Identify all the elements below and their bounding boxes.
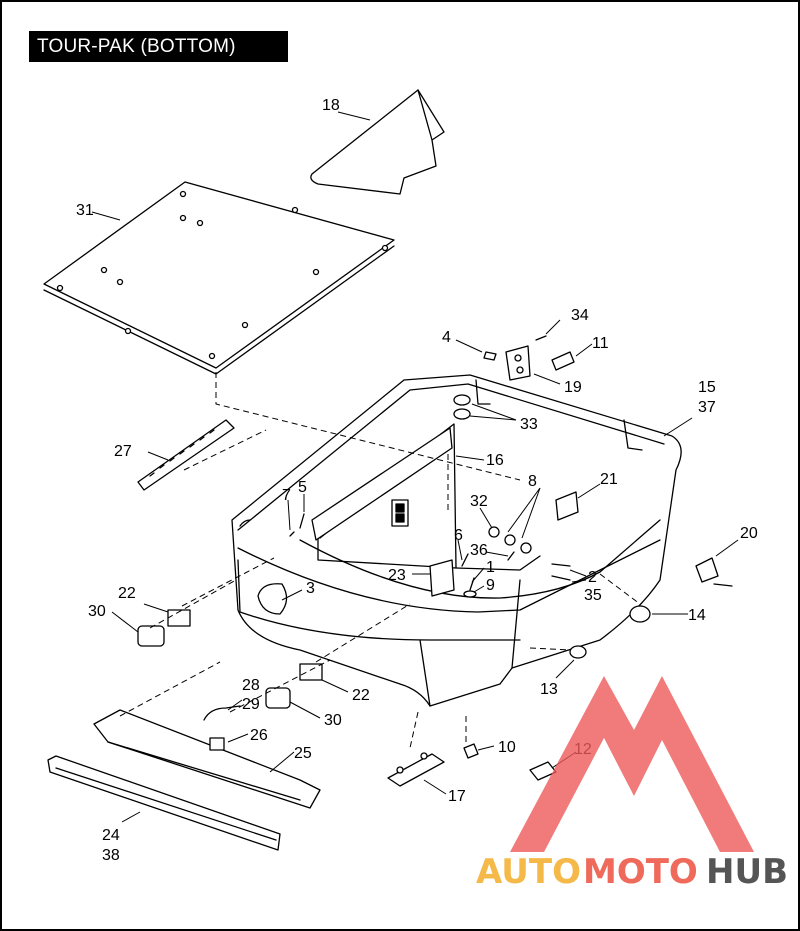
callout-25: 25	[294, 745, 312, 762]
callout-34: 34	[571, 307, 589, 324]
callout-8: 8	[528, 473, 537, 490]
callout-6: 6	[454, 527, 463, 544]
callout-13: 13	[540, 681, 558, 698]
part-20-plate	[695, 557, 719, 583]
callout-21: 21	[600, 471, 618, 488]
part-14-grommet	[629, 605, 651, 623]
callout-36: 36	[470, 542, 488, 559]
part-13-ring	[569, 645, 587, 659]
part-30-bumper-b	[265, 687, 291, 709]
callout-22-upper: 22	[118, 585, 136, 602]
callout-1: 1	[486, 559, 495, 576]
part-22-clip-a	[167, 609, 191, 627]
callout-35: 35	[584, 587, 602, 604]
part-21-plate	[555, 491, 579, 521]
part-30-bumper-a	[137, 625, 165, 647]
callout-31: 31	[76, 202, 94, 219]
callout-30-lower: 30	[324, 712, 342, 729]
callout-14: 14	[688, 607, 706, 624]
callout-labels: 18 31 34 4 11 19 15 37 33 27 16 8 21 7 5…	[76, 97, 758, 864]
part-31-floor-mat	[43, 181, 395, 369]
part-26-socket	[209, 737, 225, 751]
callout-10: 10	[498, 739, 516, 756]
watermark-logo	[510, 676, 754, 852]
callout-37: 37	[698, 399, 716, 416]
callout-32: 32	[470, 493, 488, 510]
callout-9: 9	[486, 577, 495, 594]
callout-23: 23	[388, 567, 406, 584]
callout-24: 24	[102, 827, 120, 844]
callout-3: 3	[306, 580, 315, 597]
callout-18: 18	[322, 97, 340, 114]
part-27-strip	[137, 419, 235, 491]
part-19-hinge	[505, 345, 531, 381]
callout-11: 11	[592, 335, 609, 352]
page-title: TOUR-PAK (BOTTOM)	[29, 31, 288, 62]
callout-29: 29	[242, 696, 260, 713]
callout-30-upper: 30	[88, 603, 106, 620]
part-18-cover	[310, 89, 445, 195]
watermark-hub: HUB	[706, 852, 788, 892]
watermark-moto: MOTO	[583, 852, 698, 892]
part-23-bracket	[429, 559, 455, 597]
callout-5: 5	[298, 479, 307, 496]
part-3-plug	[257, 583, 288, 615]
callout-33: 33	[520, 416, 538, 433]
part-16-divider	[311, 427, 453, 541]
callout-19: 19	[564, 379, 582, 396]
callout-38: 38	[102, 847, 120, 864]
callout-2: 2	[588, 569, 597, 586]
callout-7: 7	[282, 487, 291, 504]
callout-20: 20	[740, 525, 758, 542]
watermark-auto: AUTO	[476, 852, 581, 892]
callout-27: 27	[114, 443, 132, 460]
callout-15: 15	[698, 379, 716, 396]
callout-4: 4	[442, 329, 451, 346]
callout-28: 28	[242, 677, 260, 694]
part-15-case-body	[231, 374, 682, 707]
callout-22-lower: 22	[352, 687, 370, 704]
part-22-clip-b	[299, 663, 323, 681]
callout-17: 17	[448, 788, 466, 805]
part-17-mount	[387, 753, 445, 787]
callout-16: 16	[486, 452, 504, 469]
callout-26: 26	[250, 727, 268, 744]
